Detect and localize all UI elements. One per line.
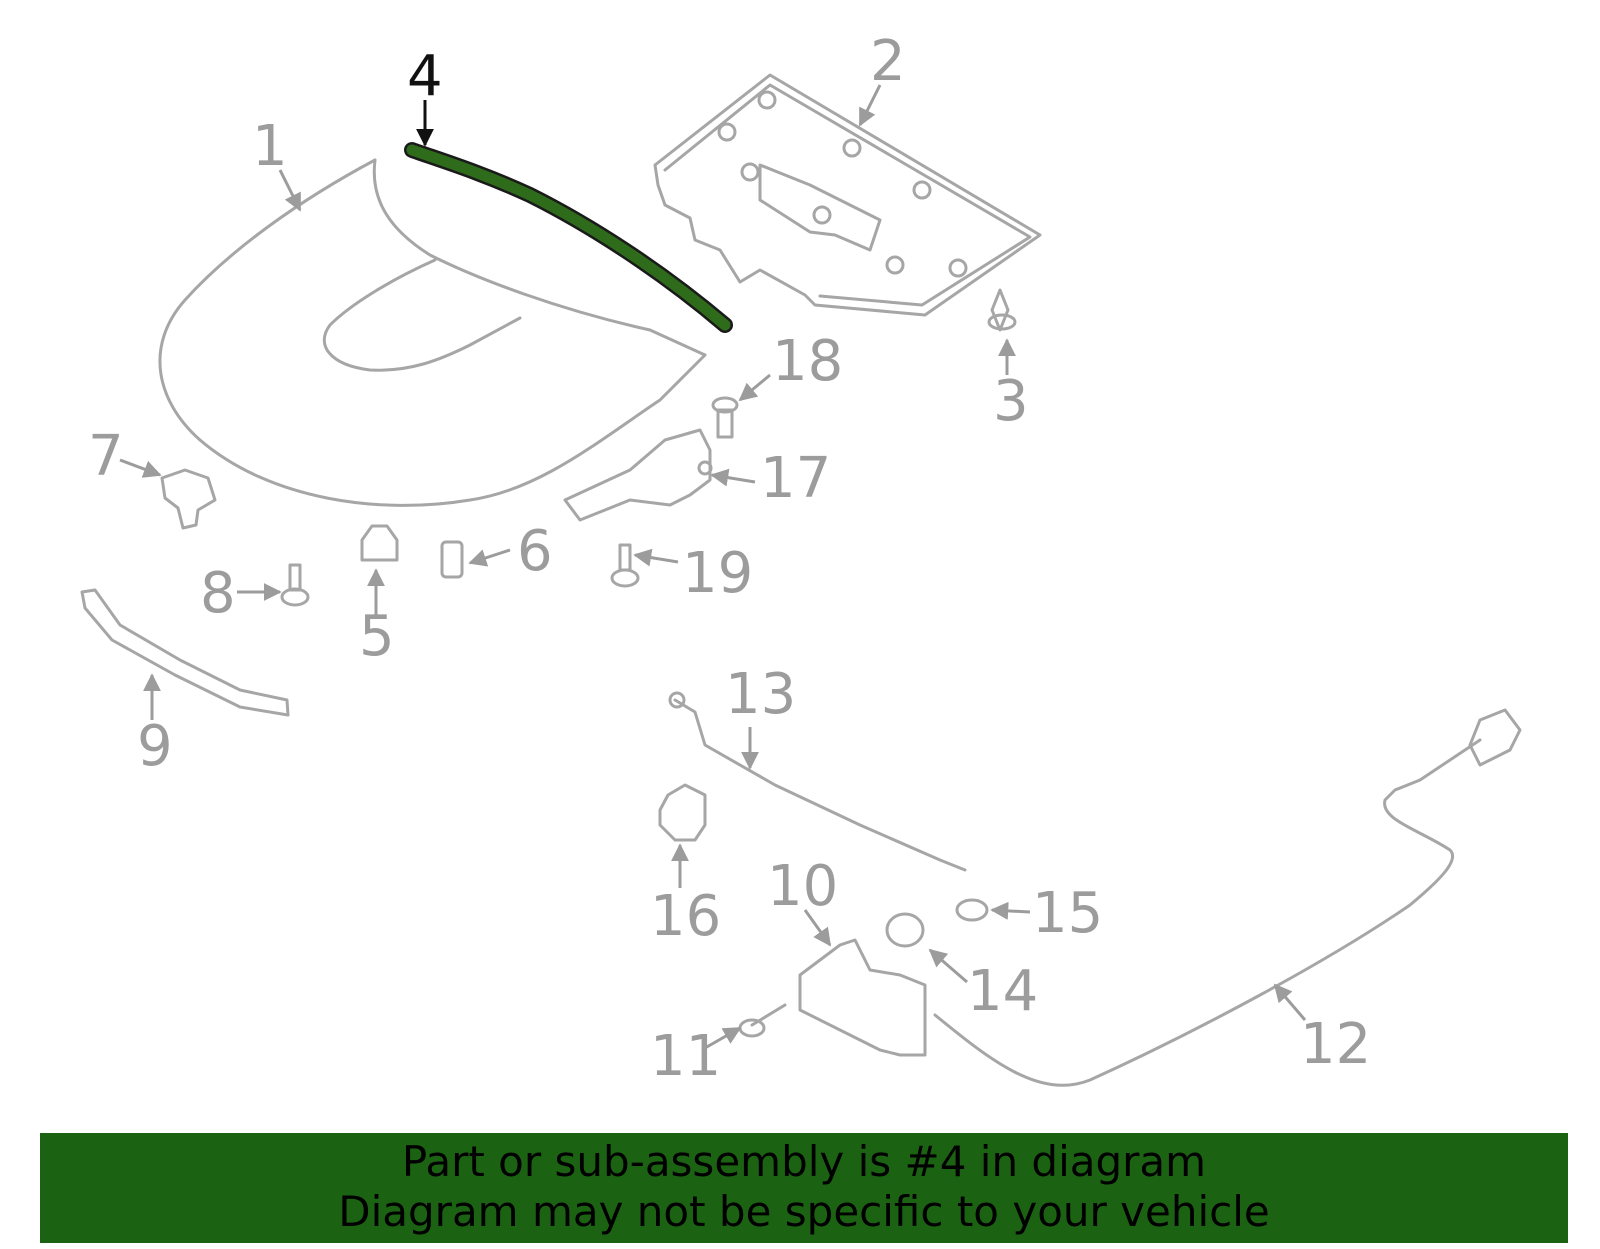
- callout-3: 3: [993, 369, 1029, 434]
- callout-5: 5: [359, 604, 395, 669]
- callout-15: 15: [1032, 881, 1103, 946]
- callout-6: 6: [517, 519, 553, 584]
- latch-bolt[interactable]: [738, 1003, 787, 1038]
- callout-18: 18: [772, 329, 843, 394]
- release-cable[interactable]: [668, 691, 967, 872]
- callout-11: 11: [650, 1024, 721, 1089]
- front-seal[interactable]: [80, 588, 290, 717]
- callout-14: 14: [967, 959, 1038, 1024]
- banner-line-2: Diagram may not be specific to your vehi…: [338, 1187, 1270, 1236]
- hinge-nut-bolt[interactable]: [610, 543, 640, 588]
- cable-clip[interactable]: [955, 898, 989, 922]
- hood-insulator[interactable]: [653, 73, 1042, 317]
- hood-stopper[interactable]: [360, 524, 399, 562]
- push-clip[interactable]: [987, 288, 1017, 332]
- leader-lines: [119, 84, 1307, 1050]
- hood-latch[interactable]: [798, 938, 927, 1057]
- callout-9: 9: [137, 714, 173, 779]
- hood-striker[interactable]: [160, 468, 217, 530]
- hinge-bolt[interactable]: [711, 396, 739, 439]
- cable-grommet[interactable]: [885, 912, 925, 948]
- striker-bolt[interactable]: [280, 563, 310, 607]
- hood-hinge[interactable]: [563, 428, 713, 522]
- callout-12: 12: [1300, 1012, 1371, 1077]
- callout-13: 13: [725, 662, 796, 727]
- callout-4: 4: [407, 44, 443, 109]
- info-banner: Part or sub-assembly is #4 in diagram Di…: [40, 1133, 1568, 1243]
- callout-1: 1: [252, 114, 288, 179]
- latch-cable[interactable]: [933, 708, 1522, 1087]
- callout-17: 17: [760, 446, 831, 511]
- callout-7: 7: [88, 424, 124, 489]
- hood-panel[interactable]: [158, 158, 707, 507]
- callout-2: 2: [870, 29, 906, 94]
- callout-8: 8: [200, 561, 236, 626]
- banner-line-1: Part or sub-assembly is #4 in diagram: [401, 1137, 1207, 1186]
- hood-seal-strip[interactable]: [404, 142, 733, 333]
- callout-16: 16: [650, 884, 721, 949]
- rubber-bumper[interactable]: [440, 540, 464, 579]
- callout-19: 19: [682, 541, 753, 606]
- callout-10: 10: [767, 854, 838, 919]
- release-handle[interactable]: [658, 783, 707, 842]
